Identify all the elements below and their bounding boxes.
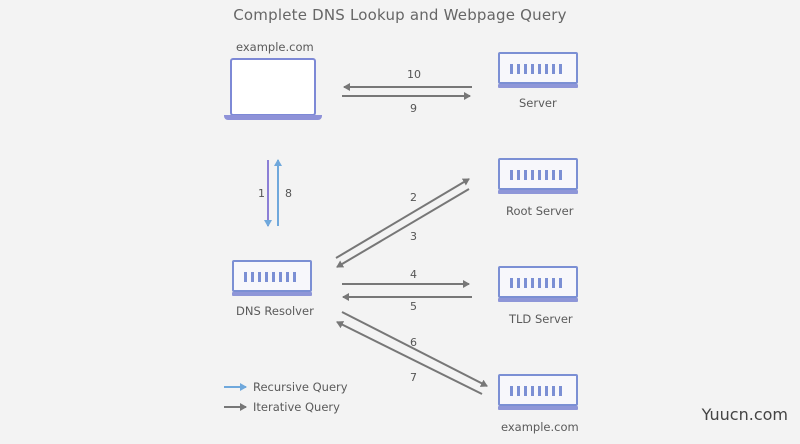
dns-resolver-label: DNS Resolver (236, 304, 314, 318)
arrow-6 (336, 321, 483, 395)
authoritative-server-label: example.com (501, 420, 579, 434)
server-icon (498, 52, 578, 88)
step-6-label: 6 (410, 336, 417, 349)
dns-resolver-icon (232, 260, 312, 296)
laptop-base (224, 115, 322, 120)
step-2-label: 2 (410, 191, 417, 204)
tld-server-icon (498, 266, 578, 302)
client-label: example.com (236, 40, 314, 54)
legend-recursive-label: Recursive Query (253, 380, 348, 394)
tld-server-label: TLD Server (509, 312, 573, 326)
arrow-2 (335, 178, 470, 259)
step-9-label: 9 (410, 102, 417, 115)
step-5-label: 5 (410, 300, 417, 313)
watermark: Yuucn.com (701, 405, 788, 424)
root-server-label: Root Server (506, 204, 574, 218)
step-4-label: 4 (410, 268, 417, 281)
authoritative-server-icon (498, 374, 578, 410)
step-3-label: 3 (410, 230, 417, 243)
step-8-label: 8 (285, 187, 292, 200)
diagram-title: Complete DNS Lookup and Webpage Query (233, 6, 567, 24)
step-10-label: 10 (407, 68, 421, 81)
step-7-label: 7 (410, 371, 417, 384)
legend-iterative-label: Iterative Query (253, 400, 340, 414)
root-server-icon (498, 158, 578, 194)
server-label: Server (519, 96, 557, 110)
step-1-label: 1 (258, 187, 265, 200)
arrow-3 (336, 188, 470, 268)
arrow-7 (341, 311, 488, 387)
laptop-icon (230, 58, 316, 116)
